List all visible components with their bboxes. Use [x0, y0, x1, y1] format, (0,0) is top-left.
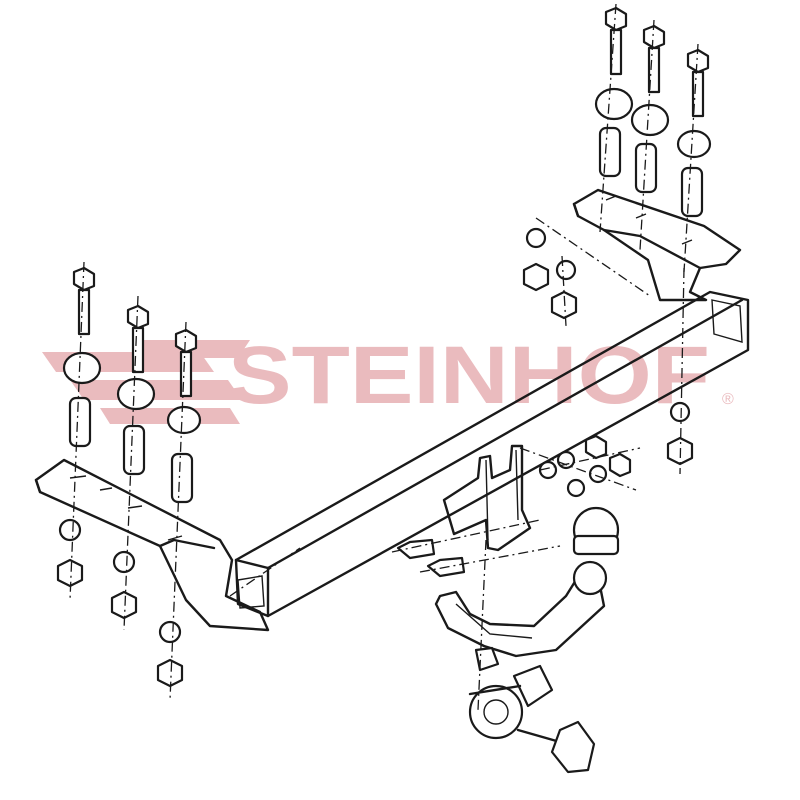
- right-bolt-3: [686, 48, 710, 118]
- steinhof-watermark: STEINHOF ®: [42, 330, 734, 424]
- electrical-socket: [468, 646, 554, 740]
- assembly-centre-lines: [69, 3, 699, 711]
- right-nuts: [522, 227, 694, 466]
- left-mounting-bracket: [34, 458, 270, 632]
- left-nuts: [56, 518, 184, 688]
- tow-ball: [572, 506, 620, 596]
- left-bolt-1: [72, 266, 96, 336]
- right-bolt-set: [594, 6, 712, 218]
- right-bolt-1: [604, 6, 628, 76]
- right-mounting-bracket: [572, 188, 742, 302]
- wiring-plug: [516, 720, 596, 774]
- ball-neck-arm: [434, 578, 606, 658]
- cross-bar: [229, 290, 750, 618]
- ball-mount-hardware: [396, 434, 632, 578]
- hitch-plate: [442, 444, 532, 552]
- watermark-registered-mark: ®: [722, 391, 734, 408]
- watermark-brand-text: STEINHOF: [228, 330, 710, 421]
- right-bolt-2: [642, 24, 666, 94]
